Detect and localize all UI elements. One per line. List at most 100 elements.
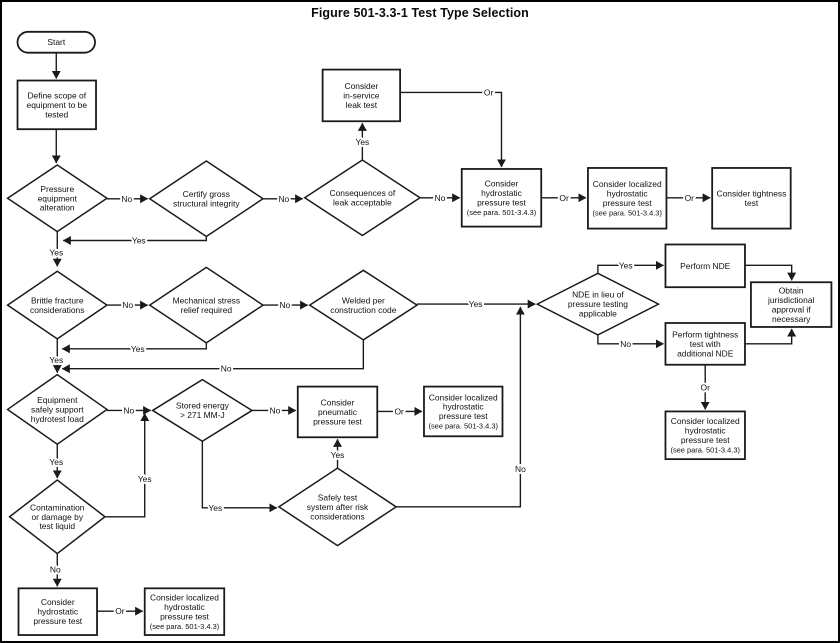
equipment-support-hydrotest-shape — [6, 373, 109, 446]
figure-title: Figure 501-3.3-1 Test Type Selection — [311, 6, 529, 20]
edge-safelytest-no-ndeline — [396, 306, 525, 508]
edge-label-stored-yes-safelytest: Yes — [208, 503, 222, 513]
edge-performnde-to-jurisdictional — [744, 264, 797, 281]
mechanical-stress-relief-shape — [148, 266, 265, 344]
edge-label-leaktest-or-hydro1: Or — [484, 87, 494, 97]
edge-certify-yes-return — [62, 236, 208, 245]
pressure-equipment-alteration-shape — [6, 164, 109, 233]
edge-label-contamination-no-hydro2: No — [50, 564, 61, 574]
hydrostatic-test-2-shape — [17, 587, 98, 636]
localized-hydrostatic-2-shape — [664, 410, 746, 461]
edge-label-contamination-yes-storedline: Yes — [138, 474, 152, 484]
edge-label-equipment-yes-contamination: Yes — [49, 457, 63, 467]
obtain-jurisdictional-approval-shape — [750, 281, 833, 328]
edge-nde-no-performtightness — [597, 334, 664, 349]
start-shape — [16, 30, 96, 54]
edge-label-safelytest-yes-pneumatic: Yes — [331, 450, 345, 460]
edge-leaktest-or-hydro1 — [400, 91, 506, 168]
stored-energy-shape — [151, 378, 254, 443]
tightness-test-shape — [711, 167, 792, 230]
nde-in-lieu-shape — [535, 272, 661, 336]
brittle-fracture-shape — [6, 270, 109, 340]
edge-label-welded-no-return: No — [221, 364, 232, 374]
hydrostatic-test-1-shape — [460, 168, 543, 228]
edge-label-stored-no-pneumatic: No — [270, 405, 281, 415]
edge-nde-yes-performnde — [597, 260, 664, 274]
perform-nde-label: Perform NDE — [680, 261, 731, 271]
localized-hydrostatic-4-shape — [143, 587, 226, 636]
localized-hydrostatic-3-shape — [423, 385, 504, 438]
edge-mechanical-yes-return — [61, 342, 208, 354]
edge-label-consequences-no-hydro1: No — [434, 193, 445, 203]
edge-label-pneumatic-or-localized3: Or — [394, 406, 404, 416]
node-perform-nde: Perform NDE — [664, 243, 746, 289]
edge-label-mechanical-yes-return: Yes — [131, 344, 145, 354]
edge-label-brittle-yes-equipment: Yes — [49, 355, 63, 365]
edge-label-localized1-or-tightness: Or — [685, 193, 695, 203]
edge-label-performtightness-or-localized2: Or — [701, 383, 711, 393]
in-service-leak-test-shape — [321, 68, 402, 123]
define-scope-shape — [16, 79, 97, 131]
edge-label-mechanical-no-welded: No — [279, 300, 290, 310]
edge-label-brittle-no-mechanical: No — [122, 300, 133, 310]
pneumatic-test-shape — [296, 385, 379, 439]
perform-nde-shape — [664, 243, 746, 289]
welded-per-code-shape — [308, 269, 419, 341]
node-start: Start — [16, 30, 96, 54]
localized-hydrostatic-1-shape — [587, 167, 668, 230]
start-label: Start — [47, 37, 65, 47]
edge-label-certify-yes-return: Yes — [132, 236, 146, 246]
edge-label-consequences-yes-leaktest: Yes — [355, 137, 369, 147]
edge-label-nde-no-performtightness: No — [620, 339, 631, 349]
edge-label-equipment-no-stored: No — [123, 405, 134, 415]
edge-label-pressure-no-certify: No — [121, 194, 132, 204]
edge-label-hydro2-or-localized4: Or — [115, 606, 125, 616]
consequences-of-leak-shape — [303, 159, 422, 237]
safely-test-risk-shape — [277, 467, 398, 547]
edge-label-welded-yes-nde: Yes — [469, 299, 483, 309]
edge-stored-yes-safelytest — [201, 441, 278, 513]
edge-label-nde-yes-performnde: Yes — [619, 260, 633, 270]
perform-tightness-nde-shape — [664, 322, 746, 366]
edge-performtightness-to-jurisdictional — [744, 328, 797, 345]
edge-label-safelytest-no-ndeline: No — [515, 464, 526, 474]
